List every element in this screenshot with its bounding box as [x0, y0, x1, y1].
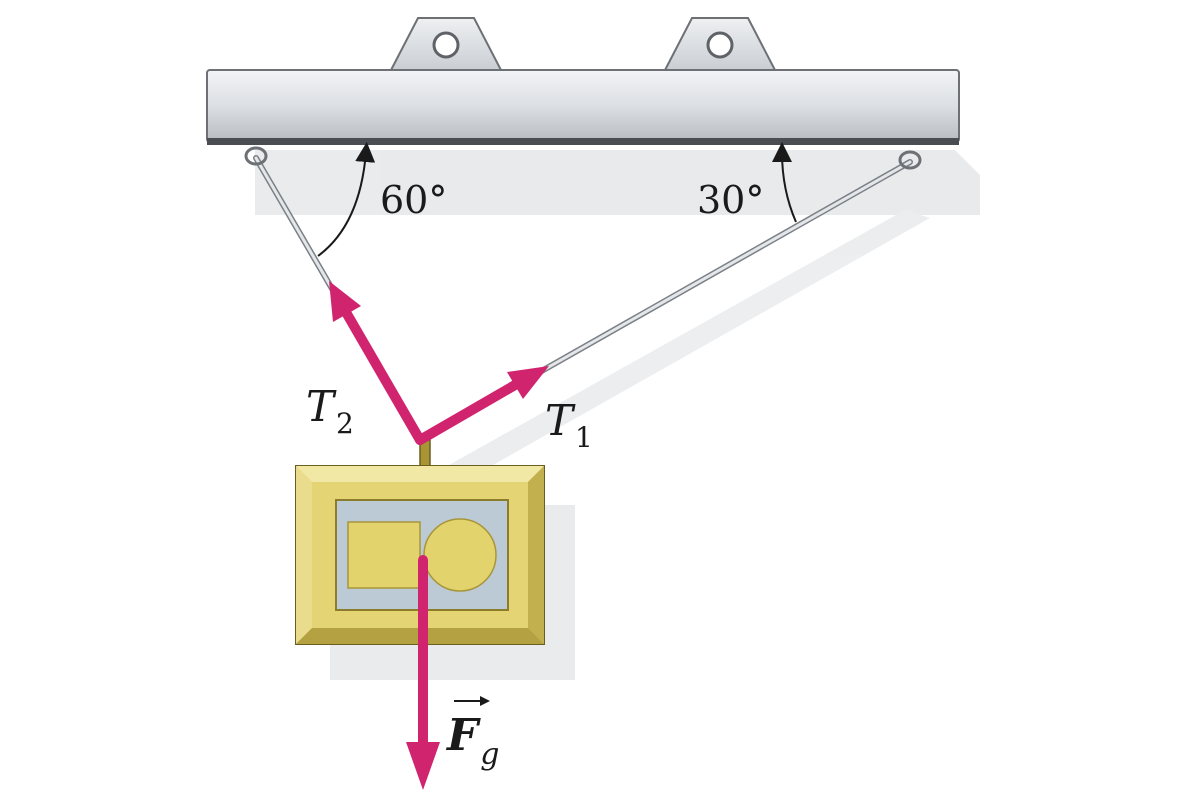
- cable-shadow: [440, 210, 930, 478]
- frame-bevel-top: [296, 466, 544, 482]
- fg-arrowhead: [406, 742, 440, 790]
- t1-label: T1: [545, 396, 593, 454]
- fg-symbol: F: [447, 710, 479, 761]
- right-eyelet: [898, 150, 922, 170]
- t1-symbol: T: [545, 396, 574, 445]
- mounting-brackets: [388, 17, 778, 73]
- t2-arrow-shaft: [342, 309, 425, 445]
- force-vectors: [329, 281, 549, 790]
- angle-label-left: 60°: [380, 178, 448, 222]
- t1-arrowhead: [507, 366, 549, 399]
- t1-subscript: 1: [575, 421, 593, 454]
- t2-label: T2: [306, 382, 354, 440]
- fg-label: Fg: [447, 710, 499, 772]
- beam-shadow: [255, 150, 980, 215]
- t2-symbol: T: [306, 382, 335, 431]
- beam: [206, 69, 960, 145]
- angle-arc-30: [772, 142, 797, 223]
- canvas-square: [347, 521, 421, 589]
- left-eyelet: [244, 146, 268, 166]
- frame-bevel-left: [296, 466, 312, 644]
- angle-label-right: 30°: [697, 178, 765, 222]
- fg-subscript: g: [480, 737, 500, 772]
- left-mount-hole: [432, 31, 460, 59]
- t1-arrow-shaft: [415, 380, 520, 445]
- beam-body: [206, 69, 960, 143]
- beam-bottom-edge: [207, 138, 959, 145]
- canvas-circle: [423, 518, 497, 592]
- right-mount-hole: [706, 31, 734, 59]
- angle-arc-60: [317, 142, 376, 257]
- fg-vector-arrow-icon: [480, 696, 490, 706]
- t2-subscript: 2: [336, 407, 354, 440]
- frame-bevel-right: [528, 466, 544, 644]
- t2-arrowhead: [329, 281, 361, 322]
- angle-markers: [317, 142, 797, 257]
